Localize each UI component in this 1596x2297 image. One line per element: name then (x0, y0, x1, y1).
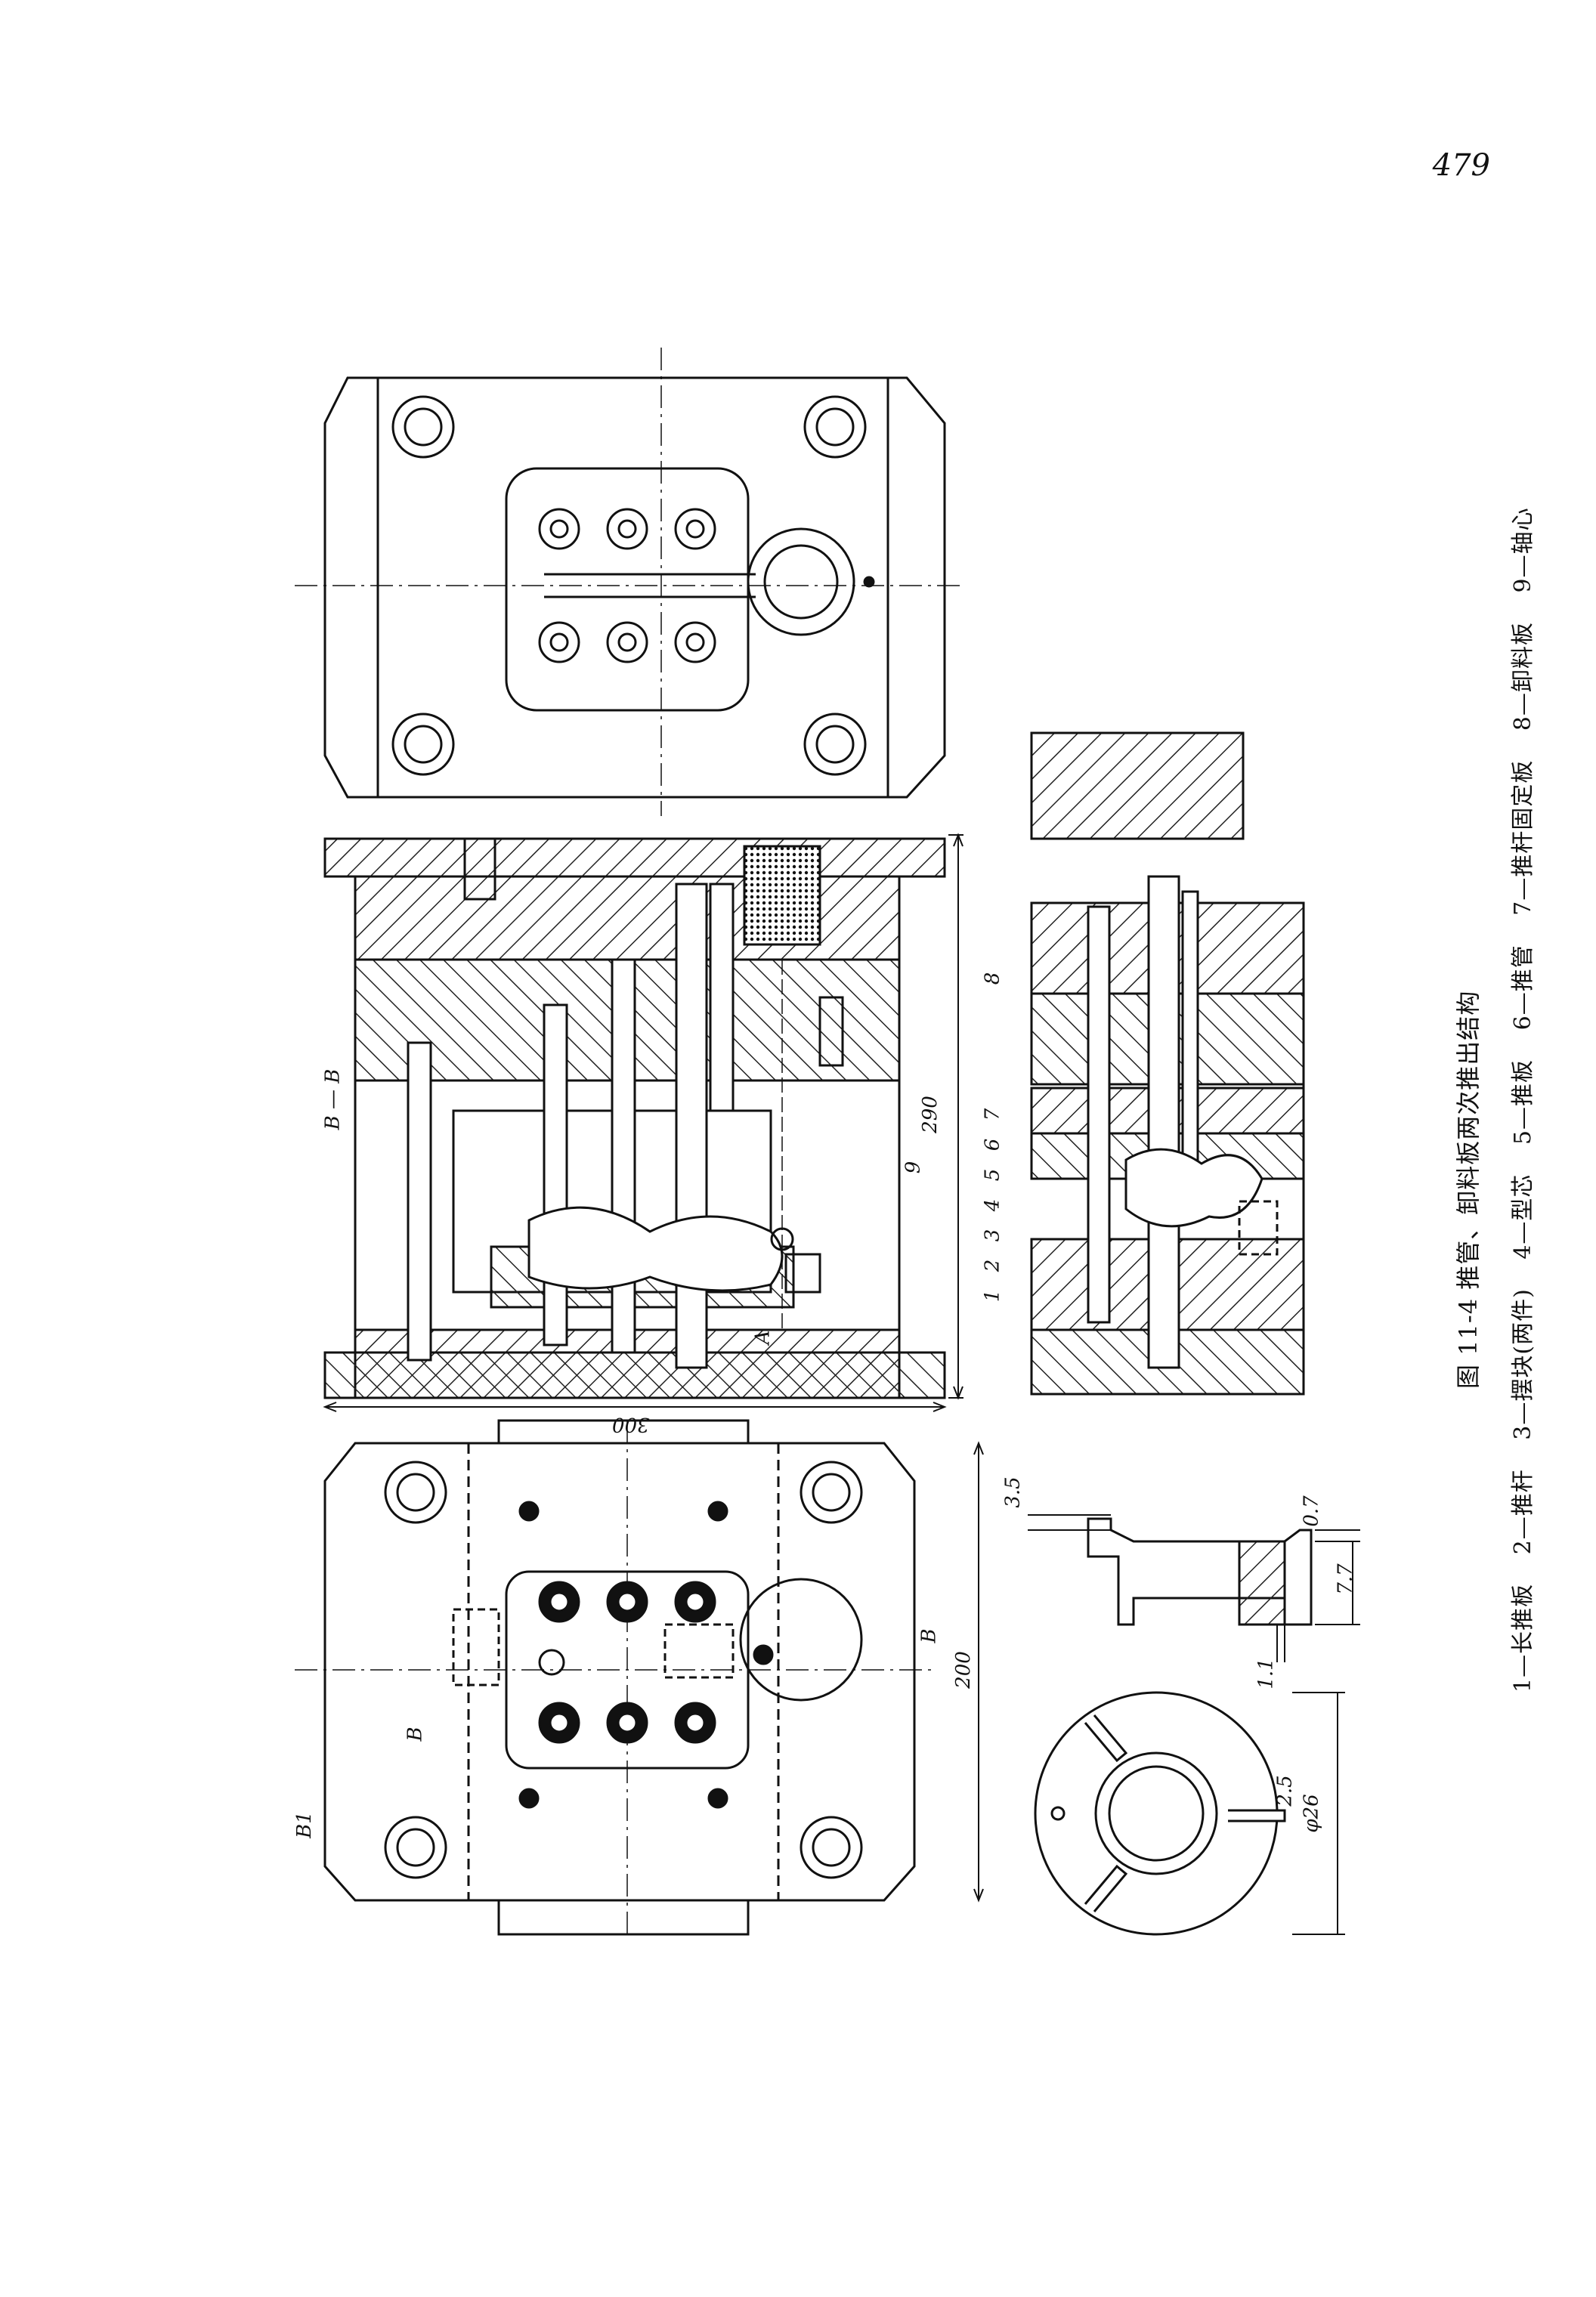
detail-section-view (1030, 731, 1305, 1396)
top-plan-view (295, 348, 960, 816)
figure-caption: 图 11-4 推管、卸料板两次推出结构 (1454, 990, 1483, 1389)
part-number-4: 4 (981, 1198, 1004, 1212)
dimension-290-label: 290 (918, 1096, 942, 1133)
dimension-2-5-label: 2.5 (1273, 1775, 1297, 1807)
section-view-bb (323, 837, 946, 1399)
part-number-1: 1 (981, 1289, 1004, 1303)
section-label-b-right: B (917, 1628, 941, 1643)
legend-item: 6—推管 (1510, 944, 1536, 1031)
section-label-b1: B1 (292, 1811, 316, 1838)
part-number-2: 2 (981, 1259, 1004, 1272)
ejector-ring-icon (538, 1581, 716, 1744)
dimension-300-label: 300 (612, 1413, 650, 1436)
dimension-290 (948, 833, 963, 1400)
part-number-7: 7 (981, 1108, 1004, 1121)
legend-item: 9—轴心 (1510, 507, 1536, 593)
legend-item: 3—摆块(两件) (1510, 1288, 1536, 1440)
part-number-8: 8 (981, 972, 1004, 985)
section-label-a: A (751, 1330, 775, 1345)
part-number-3: 3 (981, 1229, 1004, 1242)
dimension-0-7-label: 0.7 (1300, 1495, 1323, 1527)
dimension-200 (973, 1441, 984, 1903)
part-number-5: 5 (981, 1168, 1004, 1182)
corner-bolt-icon (391, 395, 867, 776)
legend-item: 7—推杆固定板 (1510, 759, 1536, 916)
legend-item: 8—卸料板 (1510, 622, 1536, 731)
dimension-7-7-label: 7.7 (1334, 1563, 1357, 1595)
page-number: 479 (1432, 148, 1490, 183)
part-number-6: 6 (981, 1138, 1004, 1152)
legend-item: 4—型芯 (1510, 1173, 1536, 1260)
section-label-bb: B — B (321, 1068, 345, 1130)
corner-bolt-icon (384, 1461, 863, 1879)
legend-item: 2—推杆 (1510, 1469, 1536, 1555)
dimension-1-1-label: 1.1 (1254, 1658, 1278, 1690)
push-tube-profile (1028, 1514, 1360, 1662)
part-number-9: 9 (902, 1161, 925, 1174)
section-label-b-left: B (404, 1727, 427, 1742)
dimension-3-5-label: 3.5 (1001, 1476, 1025, 1508)
bottom-plan-view (295, 1419, 937, 1936)
legend-item: 5—推板 (1510, 1059, 1536, 1145)
dimension-300 (323, 1402, 947, 1412)
figure-legend: 1—长推板 2—推杆 3—摆块(两件) 4—型芯 5—推板 6—推管 7—推杆固… (1504, 486, 1537, 1693)
dimension-phi26-label: φ26 (1300, 1794, 1323, 1833)
dimension-200-label: 200 (951, 1651, 975, 1689)
legend-item: 1—长推板 (1510, 1583, 1536, 1693)
cavity-ring-icon (538, 508, 716, 663)
swing-block-plan (1034, 1691, 1345, 1936)
